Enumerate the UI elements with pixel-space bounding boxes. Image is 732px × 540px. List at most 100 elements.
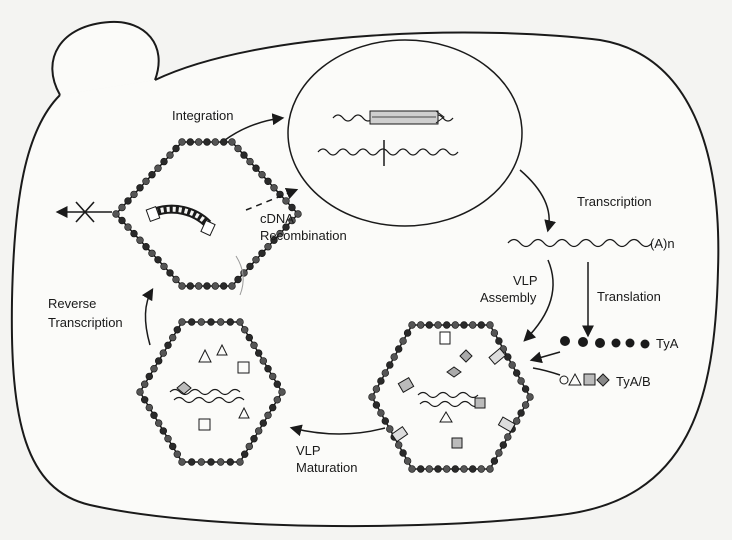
- arrow-proteins-to-vlp: [529, 351, 561, 364]
- label-vlp-assembly-1: VLP: [513, 273, 538, 288]
- capsid-bead: [451, 321, 459, 329]
- capsid-bead: [195, 282, 203, 290]
- capsid-bead: [207, 458, 215, 466]
- capsid-bead: [451, 465, 459, 473]
- capsid-bead: [443, 465, 451, 473]
- capsid-bead: [142, 243, 150, 251]
- arrow-transcription: [519, 169, 557, 233]
- capsid-bead: [166, 269, 174, 277]
- capsid-bead: [395, 345, 403, 353]
- capsid-bead: [469, 465, 477, 473]
- capsid-bead: [236, 318, 244, 326]
- capsid-bead: [154, 164, 162, 172]
- nucleus: [287, 39, 523, 227]
- capsid-bead: [250, 435, 258, 443]
- capsid-bead: [417, 465, 425, 473]
- capsid-bead: [282, 223, 290, 231]
- capsid-bead: [155, 419, 163, 427]
- capsid-bead: [246, 157, 254, 166]
- capsid-bead: [178, 282, 186, 290]
- capsid-bead: [368, 393, 376, 401]
- capsid-bead: [160, 262, 168, 271]
- arrow-tyab-to-vlp: [532, 367, 561, 376]
- capsid-bead: [245, 442, 254, 451]
- capsid-bead: [270, 236, 278, 244]
- capsid-bead: [178, 138, 186, 146]
- label-integration: Integration: [172, 108, 233, 123]
- capsid-bead: [490, 329, 499, 337]
- capsid-bead: [399, 337, 407, 345]
- capsid-bead: [228, 282, 236, 290]
- capsid-bead: [517, 377, 525, 385]
- capsid-bead: [169, 333, 177, 342]
- capsid-bead: [381, 417, 389, 425]
- capsid-bead: [403, 329, 412, 337]
- capsid-bead: [246, 262, 254, 271]
- label-vlp-maturation-1: VLP: [296, 443, 321, 458]
- capsid-bead: [166, 151, 174, 159]
- capsid-bead: [150, 365, 158, 373]
- capsid-bead: [195, 138, 203, 146]
- capsid-bead: [159, 427, 168, 435]
- label-transcription: Transcription: [577, 194, 652, 209]
- capsid-bead: [145, 372, 154, 381]
- capsid-bead: [512, 369, 521, 377]
- tyab-protein: [559, 372, 610, 387]
- capsid-bead: [250, 341, 258, 349]
- arrow-cdna-recombination: [245, 187, 299, 211]
- capsid-bead: [269, 403, 277, 412]
- capsid-bead: [517, 409, 525, 417]
- capsid-bead: [178, 458, 186, 466]
- capsid-bead: [118, 203, 126, 212]
- tya-protein-beads: [560, 336, 650, 349]
- vlp-bottom-left: [136, 318, 286, 466]
- capsid-bead: [386, 425, 394, 433]
- arrow-reverse-transcription: [141, 287, 154, 346]
- capsid-bead: [403, 457, 412, 465]
- capsid-bead: [490, 457, 499, 465]
- capsid-bead: [399, 449, 407, 457]
- capsid-bead: [159, 349, 168, 357]
- capsid-bead: [512, 417, 521, 425]
- chromosomal-dna-wave-bottom: [317, 148, 459, 156]
- label-reverse: Reverse: [48, 296, 96, 311]
- label-tya: TyA: [656, 336, 679, 351]
- arrow-vlp-assembly: [523, 259, 554, 342]
- capsid-bead: [372, 385, 381, 393]
- capsid-bead: [173, 450, 182, 458]
- capsid-bead: [241, 326, 249, 334]
- capsid-bead: [148, 171, 156, 179]
- vlp-bottom-right: [368, 321, 534, 473]
- capsid-bead: [276, 229, 284, 238]
- capsid-bead: [172, 144, 180, 153]
- capsid-bead: [477, 465, 485, 473]
- capsid-bead: [136, 236, 144, 244]
- capsid-bead: [408, 465, 416, 473]
- arrow-vlp-maturation: [289, 424, 386, 437]
- capsid-bead: [408, 321, 416, 329]
- capsid-bead: [173, 326, 182, 334]
- capsid-bead: [188, 458, 196, 466]
- capsid-bead: [255, 349, 263, 357]
- capsid-bead: [203, 138, 211, 146]
- capsid-bead: [136, 388, 144, 396]
- label-vlp-maturation-2: Maturation: [296, 460, 357, 475]
- capsid-bead: [236, 458, 244, 466]
- capsid-bead: [252, 164, 260, 172]
- capsid-bead: [386, 361, 394, 369]
- vlp-top-left: [112, 138, 302, 290]
- capsid-bead: [211, 138, 220, 146]
- capsid-bead: [460, 465, 468, 473]
- capsid-bead: [240, 269, 248, 277]
- capsid-bead: [259, 419, 267, 427]
- capsid-bead: [141, 380, 149, 388]
- mrna-wave: [507, 238, 653, 248]
- capsid-bead: [264, 177, 272, 186]
- capsid-bead: [124, 197, 132, 205]
- capsid-bead: [526, 393, 534, 401]
- capsid-bead: [186, 282, 195, 290]
- capsid-bead: [417, 321, 425, 329]
- arrow-integration: [224, 113, 285, 141]
- capsid-bead: [425, 465, 433, 473]
- capsid-bead: [288, 216, 296, 225]
